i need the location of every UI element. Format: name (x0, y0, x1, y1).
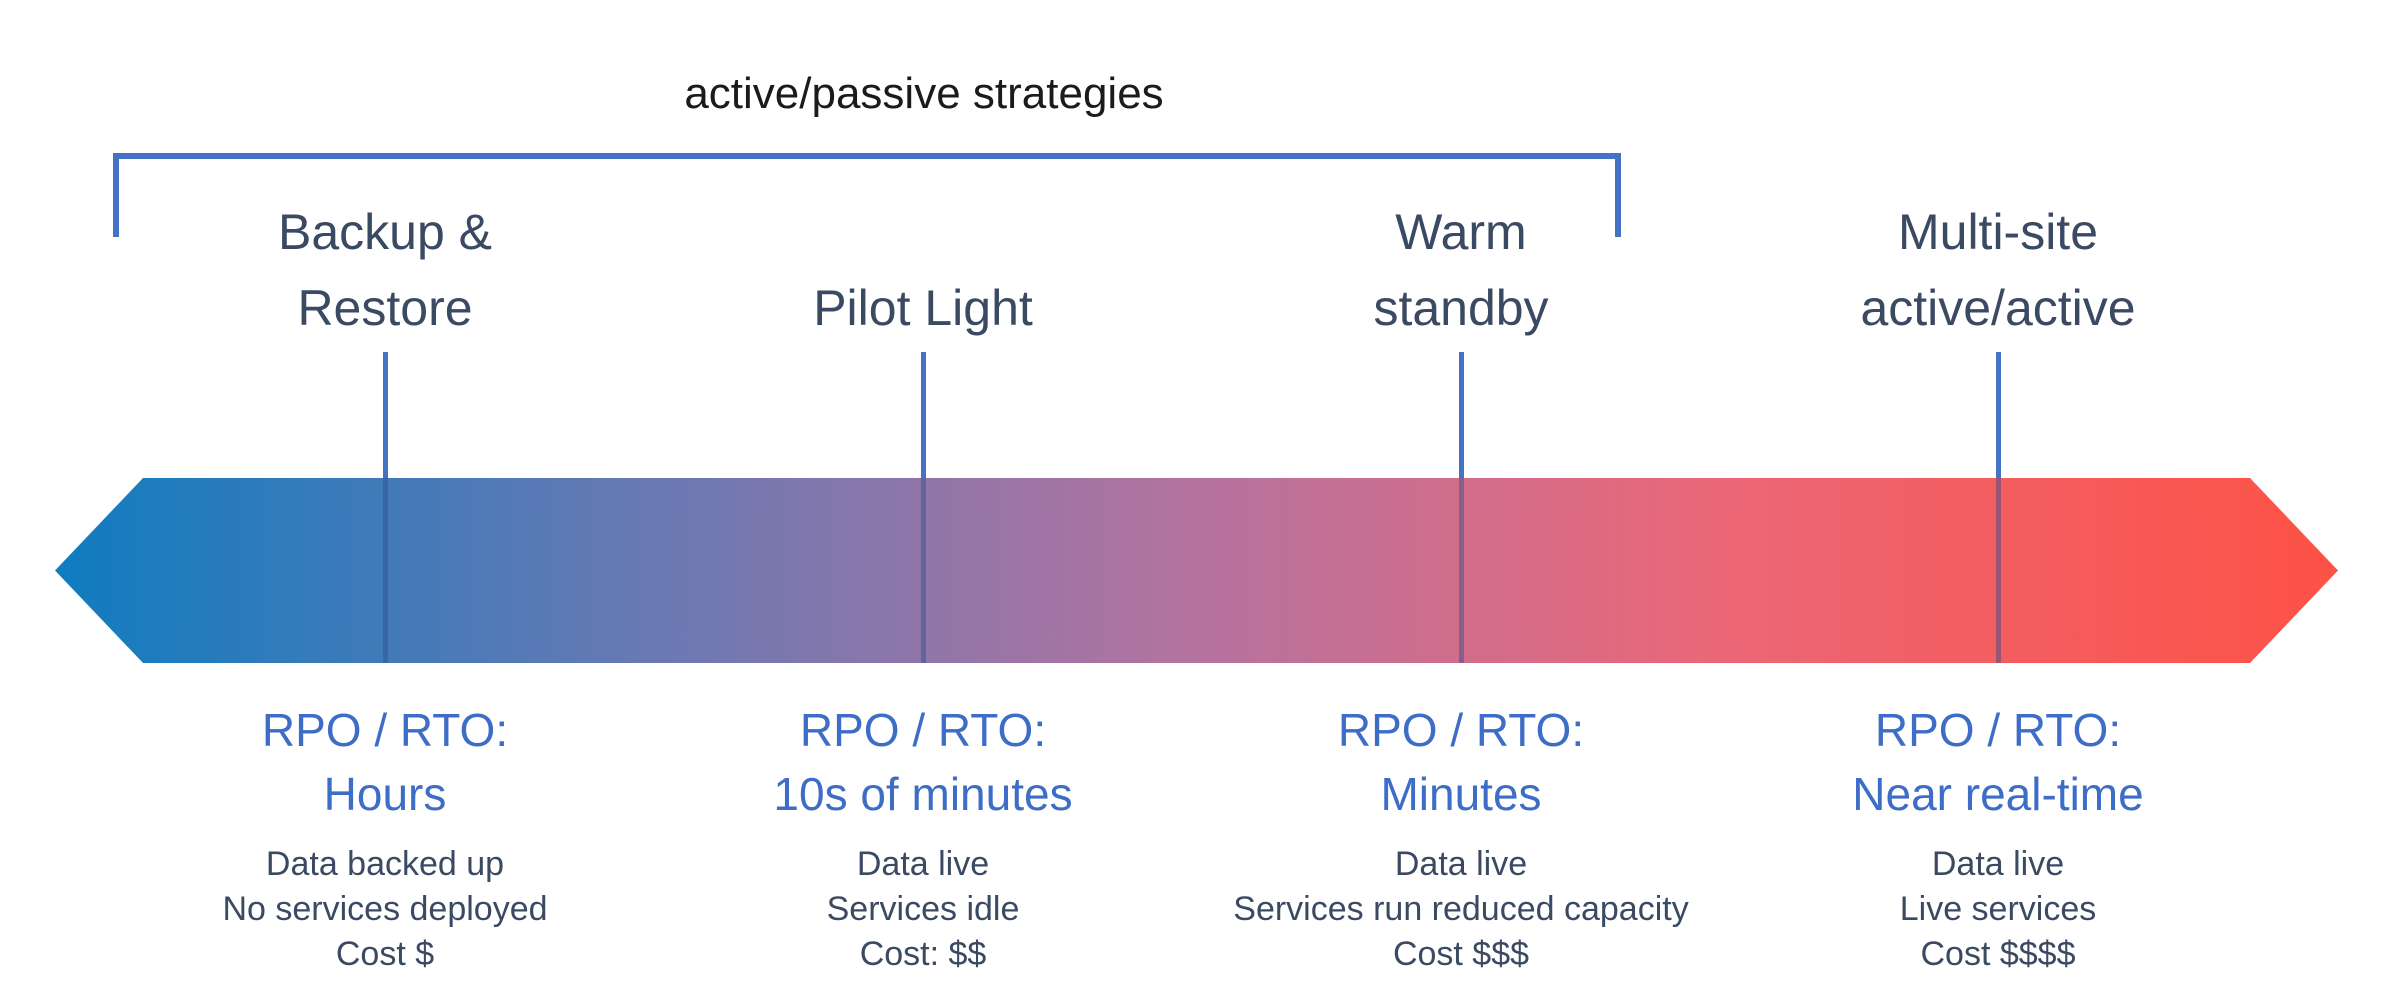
connector-line-overlay (1996, 478, 2001, 663)
strategy-label-backup-restore: Backup & Restore (85, 192, 685, 346)
rpo-value: Hours (323, 768, 447, 820)
details-multi-site: Data live Live services Cost $$$$ (1678, 842, 2318, 977)
details-pilot-light: Data live Services idle Cost: $$ (603, 842, 1243, 977)
details-line: Cost $ (335, 935, 435, 973)
details-line: Services run reduced capacity (1233, 890, 1689, 928)
rpo-value: Near real-time (1852, 768, 2144, 820)
spectrum-gradient-arrow (55, 478, 2338, 663)
label-line: active/active (1860, 280, 2136, 336)
connector-line-warm-standby (1459, 352, 1464, 478)
details-line: No services deployed (222, 890, 548, 928)
rpo-block-multi-site: RPO / RTO: Near real-time (1698, 698, 2298, 826)
details-line: Data live (856, 845, 990, 883)
label-line: standby (1373, 280, 1549, 336)
details-line: Data live (1931, 845, 2065, 883)
details-line: Live services (1899, 890, 2097, 928)
details-line: Data live (1394, 845, 1528, 883)
rpo-block-backup-restore: RPO / RTO: Hours (85, 698, 685, 826)
rpo-heading: RPO / RTO: (261, 704, 509, 756)
connector-line-overlay (383, 478, 388, 663)
details-line: Cost: $$ (859, 935, 987, 973)
rpo-block-pilot-light: RPO / RTO: 10s of minutes (623, 698, 1223, 826)
details-backup-restore: Data backed up No services deployed Cost… (65, 842, 705, 977)
bracket-title: active/passive strategies (684, 69, 1164, 118)
label-line: Warm (1395, 204, 1527, 260)
rpo-heading: RPO / RTO: (799, 704, 1047, 756)
details-line: Services idle (826, 890, 1020, 928)
connector-line-backup-restore (383, 352, 388, 478)
strategy-label-multi-site: Multi-site active/active (1698, 192, 2298, 346)
label-line: Multi-site (1897, 204, 2099, 260)
rpo-value: 10s of minutes (773, 768, 1073, 820)
rpo-heading: RPO / RTO: (1337, 704, 1585, 756)
rpo-value: Minutes (1380, 768, 1542, 820)
details-line: Cost $$$$ (1920, 935, 2076, 973)
rpo-block-warm-standby: RPO / RTO: Minutes (1161, 698, 1761, 826)
details-line: Data backed up (265, 845, 505, 883)
label-line: Backup & (277, 204, 492, 260)
strategy-label-pilot-light: Pilot Light (623, 192, 1223, 346)
strategy-label-warm-standby: Warm standby (1161, 192, 1761, 346)
label-line: Restore (297, 280, 473, 336)
active-passive-bracket (113, 153, 1621, 237)
connector-line-pilot-light (921, 352, 926, 478)
rpo-heading: RPO / RTO: (1874, 704, 2122, 756)
details-line: Cost $$$ (1392, 935, 1530, 973)
details-warm-standby: Data live Services run reduced capacity … (1141, 842, 1781, 977)
connector-line-overlay (921, 478, 926, 663)
connector-line-overlay (1459, 478, 1464, 663)
connector-line-multi-site (1996, 352, 2001, 478)
label-line: Pilot Light (813, 280, 1033, 336)
